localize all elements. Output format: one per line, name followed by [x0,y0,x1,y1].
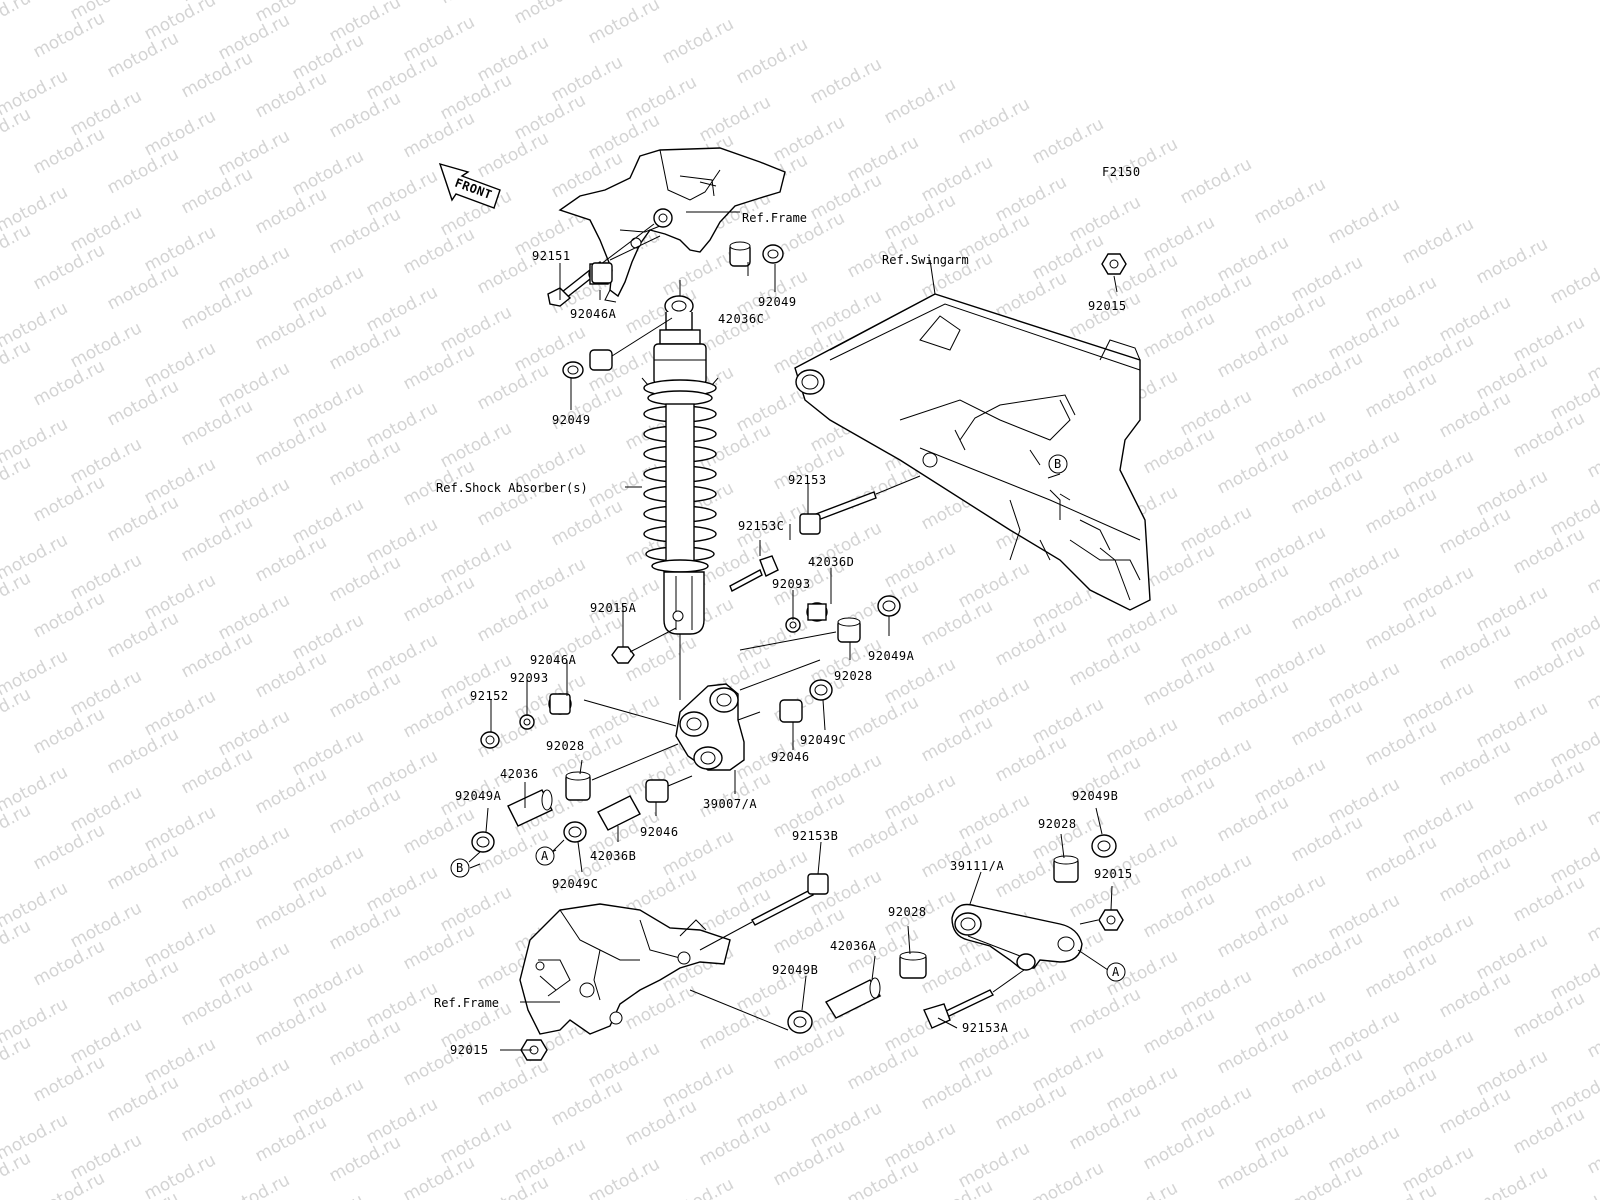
part-label: 92093 [772,577,811,591]
sleeve-42036a-drawing [824,977,882,1019]
marker-b-lower: B [450,858,470,878]
part-label: 92049 [552,413,591,427]
rocker-arm-drawing [675,683,761,771]
part-label: 92152 [470,689,509,703]
part-label: 92015 [450,1043,489,1057]
part-label: 92049B [1072,789,1118,803]
part-label: 92046A [530,653,577,667]
marker-b-swingarm: B [1048,454,1068,474]
part-label: 42036C [718,312,764,326]
upper-hardware [547,223,784,379]
svg-text:A: A [1112,965,1120,979]
part-label: 92015 [1094,867,1133,881]
part-label: 92028 [834,669,873,683]
figure-code: F2150 [1102,165,1141,179]
part-labels: 92151 92046A 42036C 92049 92049 92015 92… [450,249,1133,1057]
right-lower-hardware [1053,834,1124,931]
svg-text:B: B [1054,457,1062,471]
frame-top-drawing [558,147,786,303]
part-label: 42036 [500,767,539,781]
part-label: 92049A [868,649,915,663]
part-label: 92151 [532,249,571,263]
ref-shock-absorber-label: Ref.Shock Absorber(s) [436,481,588,495]
part-label: 92153 [788,473,827,487]
nut-92015-top-drawing [1101,253,1127,275]
part-label: 92046 [771,750,810,764]
part-label: 92153B [792,829,838,843]
part-label: 39111/A [950,859,1004,873]
bolt-92153a-drawing [923,969,1025,1029]
lower-left-hardware [469,679,833,869]
leader-lines [468,211,1118,1051]
bolt-92153c-drawing [729,555,779,592]
ref-frame-top-label: Ref.Frame [742,211,807,225]
part-label: 92028 [546,739,585,753]
part-label: 92028 [1038,817,1077,831]
part-label: 92046 [640,825,679,839]
part-label: 92015A [590,601,637,615]
part-label: 92049B [772,963,818,977]
part-label: 92153C [738,519,784,533]
part-label: 92049A [455,789,502,803]
tie-rod-drawing [951,903,1083,971]
part-label: 92028 [888,905,927,919]
bolt-92153b-drawing [699,873,829,951]
frame-bottom-drawing [519,903,731,1035]
ref-swingarm-label: Ref.Swingarm [882,253,969,267]
part-label: 39007/A [703,797,757,811]
swingarm-drawing [794,293,1151,611]
collar-92028-lower-drawing [899,951,927,979]
upper-lower-hardware [611,595,901,691]
part-label: 92015 [1088,299,1127,313]
part-label: 92153A [962,1021,1009,1035]
marker-a-tierod: A [1106,962,1126,982]
part-label: 92093 [510,671,549,685]
part-label: 92049 [758,295,797,309]
marker-a-lower: A [535,846,555,866]
part-label: 92049C [800,733,846,747]
part-label: 92049C [552,877,598,891]
shock-absorber-drawing [641,280,719,700]
bolt-92153-drawing [799,475,921,535]
seal-92049b-lower-drawing [689,989,813,1034]
svg-text:A: A [541,849,549,863]
part-label: 42036A [830,939,877,953]
front-arrow-icon: FRONT [438,162,501,209]
ref-frame-bottom-label: Ref.Frame [434,996,499,1010]
svg-text:B: B [456,861,464,875]
part-label: 92046A [570,307,617,321]
part-label: 42036B [590,849,636,863]
part-label: 42036D [808,555,854,569]
